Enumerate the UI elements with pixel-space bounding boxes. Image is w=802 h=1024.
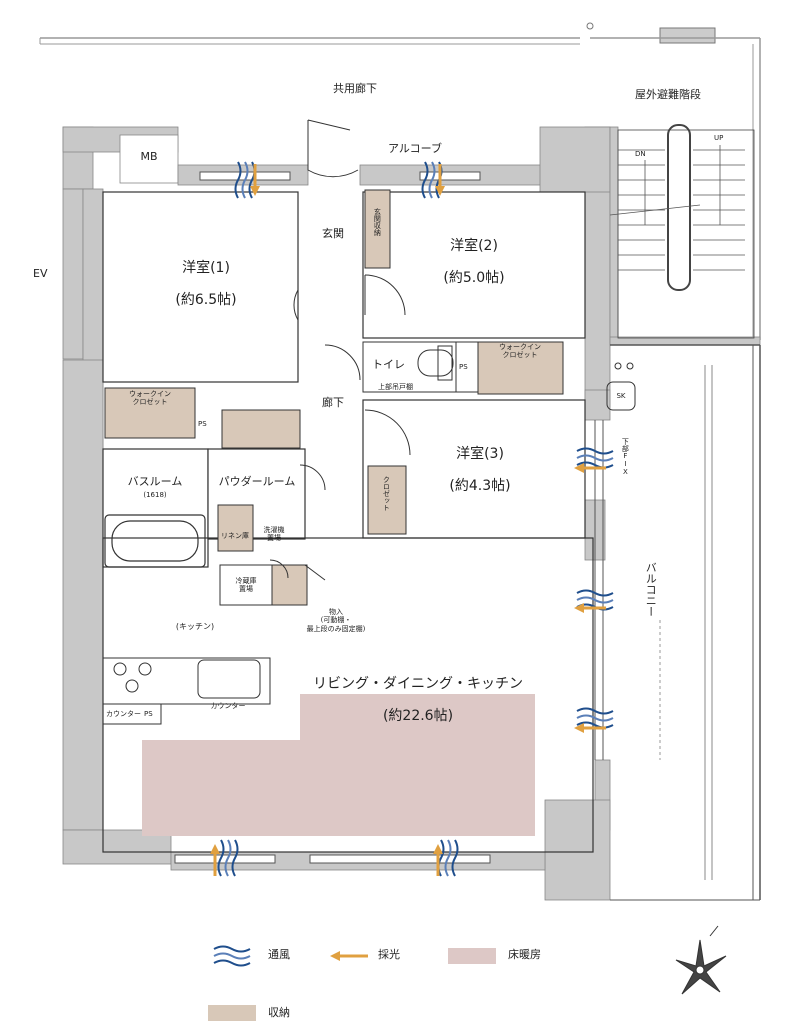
ev-label: EV xyxy=(33,267,48,280)
upper-cabinet-label: 上部吊戸棚 xyxy=(378,383,413,391)
balcony-label: バルコニー xyxy=(644,562,658,617)
fridge-label: 冷蔵庫 置場 xyxy=(235,577,257,594)
wic-label-room2: ウォークイン クロゼット xyxy=(499,343,541,360)
fix-window-label: 下部FIX xyxy=(621,438,630,476)
entrance-label: 玄関 xyxy=(322,227,344,240)
dn-label: DN xyxy=(635,150,646,158)
legend-floor-heating: 床暖房 xyxy=(508,948,541,961)
toilet-room xyxy=(362,341,479,393)
sk-label: SK xyxy=(616,392,626,400)
bathtub xyxy=(104,514,206,568)
room3-label: 洋室(3) xyxy=(456,446,504,462)
hallway-label: 廊下 xyxy=(322,396,344,409)
room2-label: 洋室(2) xyxy=(450,238,498,254)
corridor-label: 共用廊下 xyxy=(333,82,377,95)
counter-label-left: カウンター xyxy=(106,710,141,718)
balcony xyxy=(594,344,761,901)
ldk-area: (約22.6帖) xyxy=(382,708,454,724)
kitchen-label: (キッチン) xyxy=(175,622,215,631)
legend-ventilation: 通風 xyxy=(268,948,290,961)
linen-label: リネン庫 xyxy=(221,532,249,540)
powder-room-label: パウダールーム xyxy=(218,475,296,488)
wic-label-room1: ウォークイン クロゼット xyxy=(129,390,171,407)
ps-label-toilet: PS xyxy=(459,363,468,371)
closet-label: クロゼット xyxy=(382,476,391,511)
floor-heating-area xyxy=(142,694,535,836)
doors xyxy=(269,119,411,581)
room1-label: 洋室(1) xyxy=(182,260,230,276)
toilet-label: トイレ xyxy=(372,358,405,371)
alcove-label: アルコーブ xyxy=(387,142,443,155)
washer-label: 洗濯機 置場 xyxy=(263,526,285,543)
counter-label: カウンター xyxy=(210,702,246,710)
ldk-label: リビング・ダイニング・キッチン xyxy=(313,676,523,692)
compass-icon xyxy=(675,925,727,995)
legend-icons xyxy=(208,945,496,1021)
kitchen-counter xyxy=(102,564,273,725)
storage-note-label: 物入 (可動棚・ 最上段のみ固定棚) xyxy=(306,608,366,633)
up-label: UP xyxy=(714,134,724,142)
legend-storage: 収納 xyxy=(268,1006,290,1019)
entrance-storage-label: 玄関収納 xyxy=(373,208,382,236)
bathroom-label: バスルーム xyxy=(127,475,183,488)
ps-label-room1: PS xyxy=(198,420,207,428)
bath-size-label: (1618) xyxy=(143,491,167,499)
storage-areas xyxy=(104,189,564,606)
room3-area: (約4.3帖) xyxy=(449,478,511,494)
mb-label: MB xyxy=(140,150,158,163)
legend-daylight: 採光 xyxy=(378,948,400,961)
room2-area: (約5.0帖) xyxy=(443,270,505,286)
stairs-label: 屋外避難階段 xyxy=(635,88,701,101)
ps-label-kitchen: PS xyxy=(144,710,153,718)
stairs xyxy=(609,124,755,339)
sk-sink xyxy=(606,362,636,411)
room1-area: (約6.5帖) xyxy=(175,292,237,308)
corridor-railing xyxy=(39,22,761,340)
